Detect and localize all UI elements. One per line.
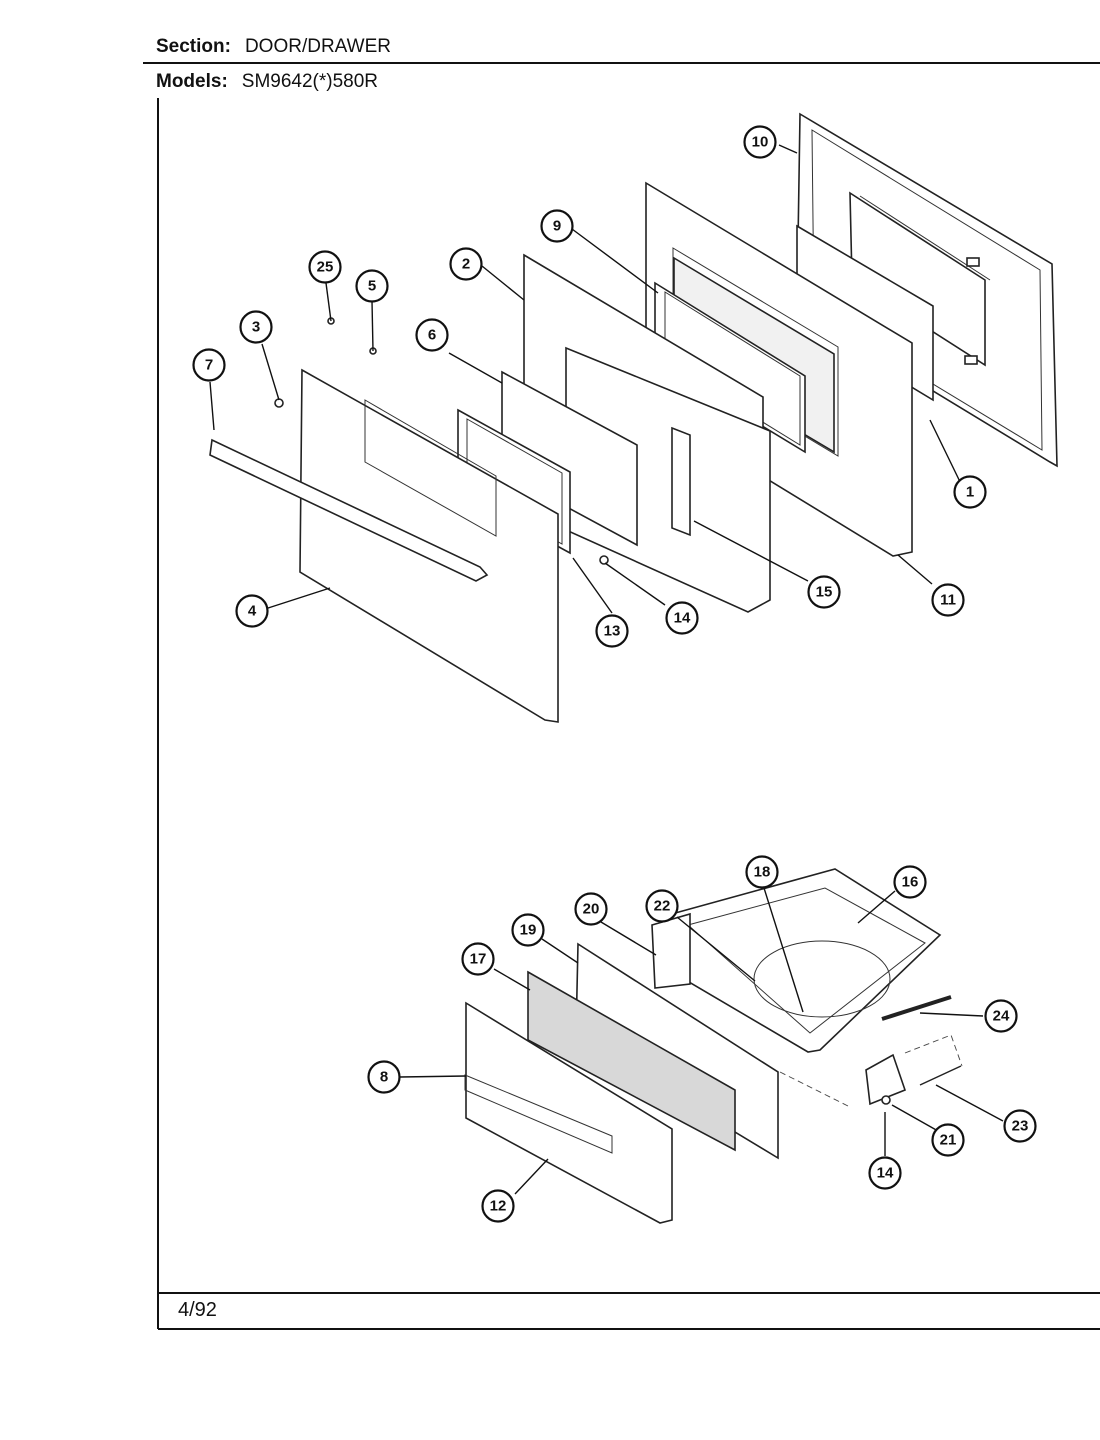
- callout-16: 16: [893, 865, 927, 899]
- callout-21: 21: [931, 1123, 965, 1157]
- svg-text:23: 23: [1012, 1118, 1029, 1135]
- callout-5: 5: [355, 269, 389, 303]
- leader-lines: [209, 144, 1004, 1195]
- svg-text:2: 2: [462, 256, 470, 273]
- callout-17: 17: [461, 942, 495, 976]
- callout-14-drawer: 14: [868, 1156, 902, 1190]
- drawer-rod-part: [881, 995, 962, 1086]
- svg-text:9: 9: [553, 218, 561, 235]
- callout-24: 24: [984, 999, 1018, 1033]
- callout-12: 12: [481, 1189, 515, 1223]
- callout-9: 9: [540, 209, 574, 243]
- svg-text:13: 13: [604, 623, 621, 640]
- svg-text:1: 1: [966, 484, 974, 501]
- svg-text:6: 6: [428, 327, 436, 344]
- section-heading: Section: DOOR/DRAWER: [156, 36, 391, 58]
- svg-text:14: 14: [877, 1165, 894, 1182]
- inner-door-liner-part: [796, 112, 1058, 468]
- svg-text:20: 20: [583, 901, 600, 918]
- callout-1: 1: [953, 475, 987, 509]
- inner-panel-part: [565, 346, 771, 613]
- section-label: Section:: [156, 36, 231, 57]
- callout-13: 13: [595, 614, 629, 648]
- svg-text:21: 21: [940, 1132, 957, 1149]
- svg-text:14: 14: [674, 610, 691, 627]
- svg-text:18: 18: [754, 864, 771, 881]
- callout-25: 25: [308, 250, 342, 284]
- callout-3: 3: [239, 310, 273, 344]
- drawer-slide-bracket-part: [865, 1053, 907, 1106]
- models-label: Models:: [156, 71, 228, 92]
- callout-7: 7: [192, 348, 226, 382]
- svg-text:8: 8: [380, 1069, 388, 1086]
- svg-text:3: 3: [252, 319, 260, 336]
- svg-text:10: 10: [752, 134, 769, 151]
- callout-18: 18: [745, 855, 779, 889]
- callout-14-door: 14: [665, 601, 699, 635]
- models-heading: Models: SM9642(*)580R: [156, 71, 378, 93]
- callout-10: 10: [743, 125, 777, 159]
- callout-11: 11: [931, 583, 965, 617]
- callout-20: 20: [574, 892, 608, 926]
- svg-text:7: 7: [205, 357, 213, 374]
- page-frame: [143, 62, 1100, 1330]
- svg-text:5: 5: [368, 278, 376, 295]
- svg-text:11: 11: [940, 592, 956, 609]
- callout-4: 4: [235, 594, 269, 628]
- svg-text:15: 15: [816, 584, 833, 601]
- svg-text:22: 22: [654, 898, 671, 915]
- svg-text:25: 25: [317, 259, 334, 276]
- assembly-guide-lines: [779, 1034, 963, 1108]
- revision-date: 4/92: [178, 1299, 217, 1321]
- callout-6: 6: [415, 318, 449, 352]
- svg-text:17: 17: [470, 951, 487, 968]
- drawer-outer-panel-part: [464, 1001, 673, 1224]
- drawer-insulation-part: [527, 970, 736, 1152]
- drawer-side-bracket-part: [651, 912, 691, 989]
- callout-22: 22: [645, 889, 679, 923]
- svg-text:12: 12: [490, 1198, 507, 1215]
- svg-text:19: 19: [520, 922, 537, 939]
- svg-text:24: 24: [993, 1008, 1010, 1025]
- door-handle-part: [209, 438, 489, 582]
- screw-hardware: [274, 317, 609, 565]
- models-value: SM9642(*)580R: [241, 71, 379, 92]
- callout-15: 15: [807, 575, 841, 609]
- svg-text:16: 16: [902, 874, 919, 891]
- callout-23: 23: [1003, 1109, 1037, 1143]
- callout-8: 8: [367, 1060, 401, 1094]
- callout-2: 2: [449, 247, 483, 281]
- callout-19: 19: [511, 913, 545, 947]
- section-value: DOOR/DRAWER: [244, 36, 391, 57]
- svg-text:4: 4: [248, 603, 257, 620]
